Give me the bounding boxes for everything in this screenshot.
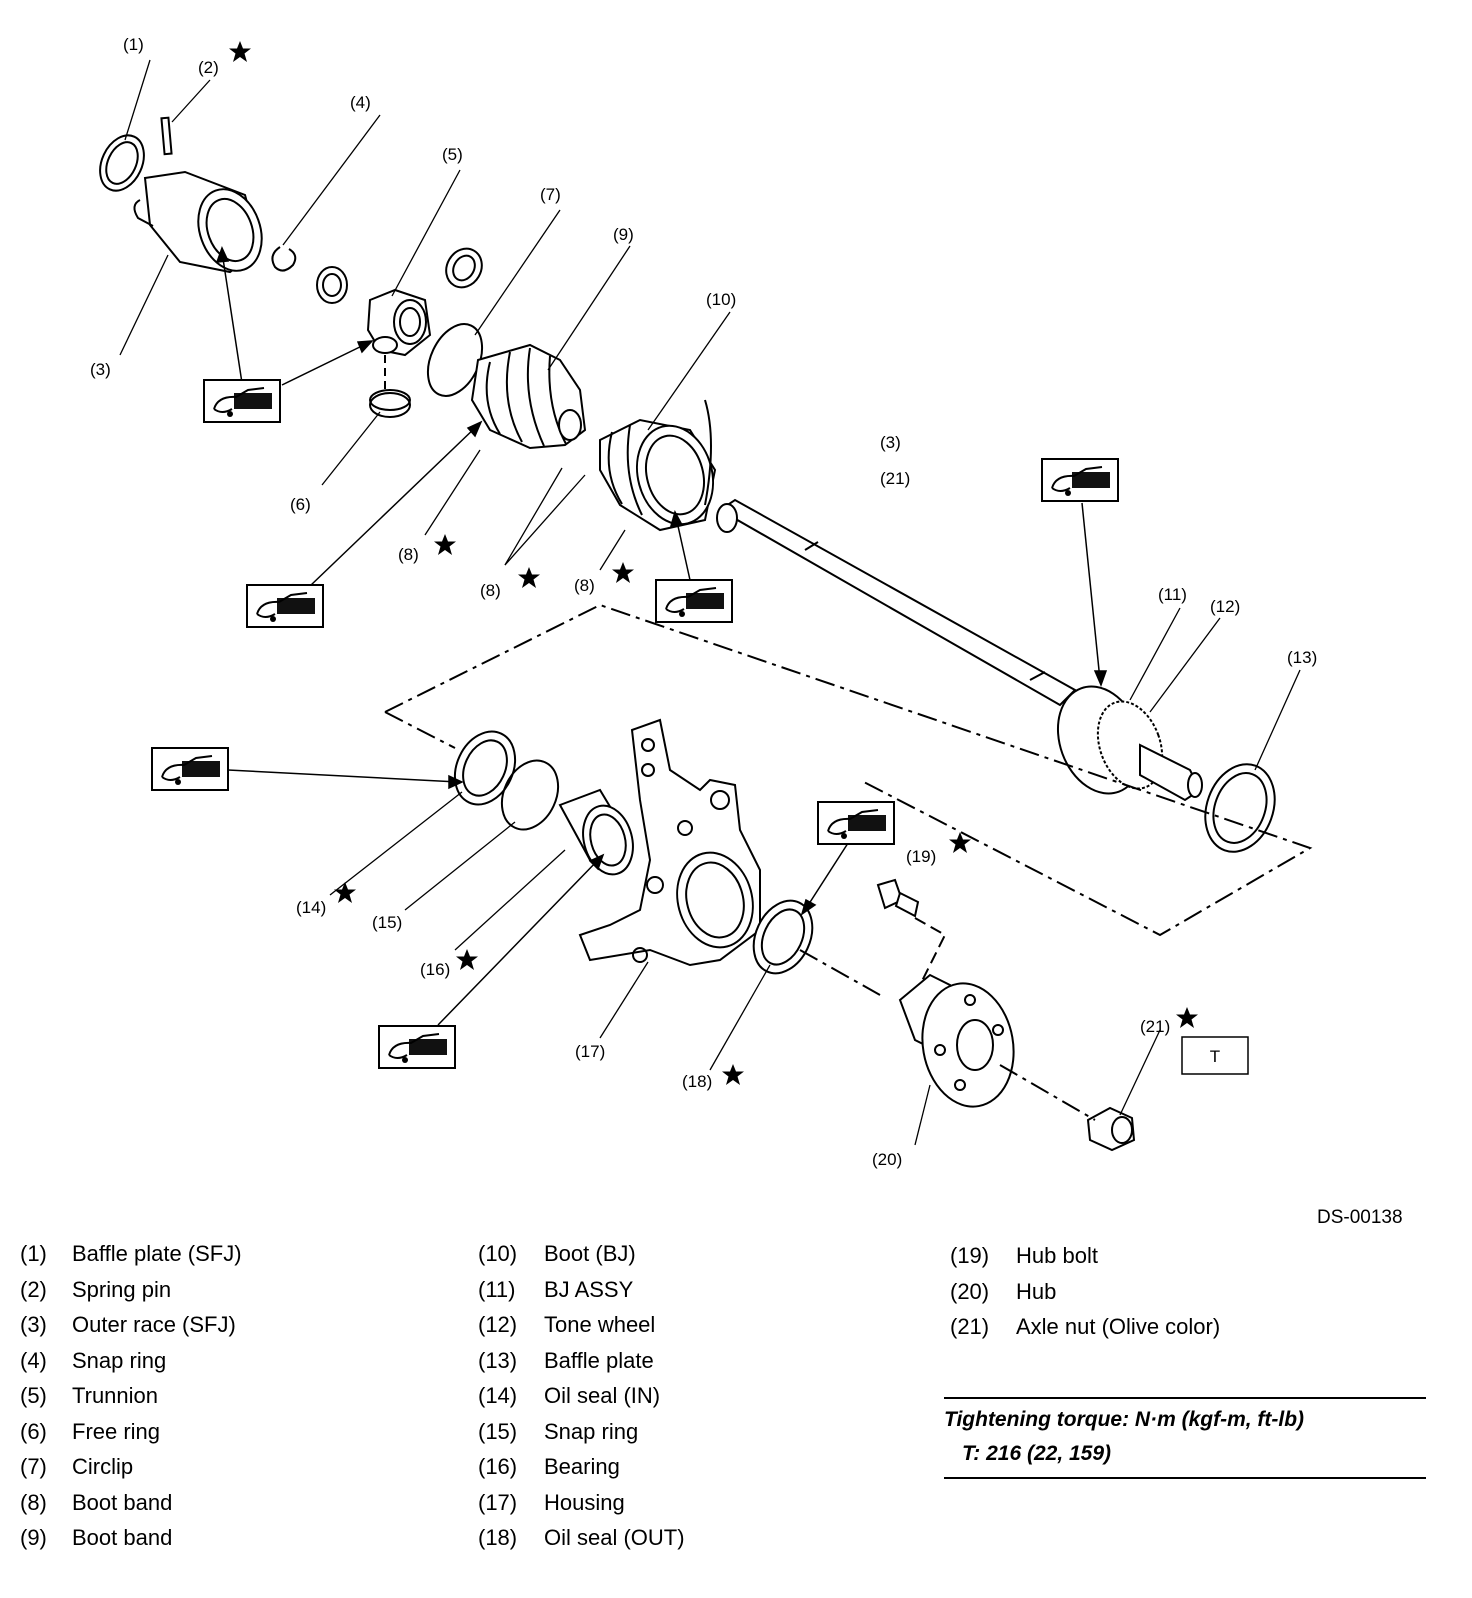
legend-item: (3)Outer race (SFJ) xyxy=(20,1312,236,1337)
legend-item: (12)Tone wheel xyxy=(478,1312,656,1337)
callout-9: (9) xyxy=(613,225,634,244)
legend-item: (13)Baffle plate xyxy=(478,1347,654,1373)
callout-8: (8) xyxy=(574,576,595,595)
callout-20: (20) xyxy=(872,1150,902,1169)
torque-t-label: T xyxy=(1210,1047,1220,1066)
leader-lines xyxy=(119,59,1301,1146)
legend-item: (9)Boot band xyxy=(20,1525,173,1550)
callout-13: (13) xyxy=(1287,648,1317,667)
grease-icon xyxy=(246,584,324,628)
legend-item: (15)Snap ring xyxy=(478,1418,639,1444)
hub xyxy=(898,973,1015,1108)
replace-star-icon xyxy=(517,566,541,589)
replace-star-icon xyxy=(611,561,635,584)
callout-21-shaft: (21) xyxy=(880,469,910,488)
axle-shaft xyxy=(716,498,1077,707)
baffle-plate-13 xyxy=(1204,763,1276,853)
callout-4: (4) xyxy=(350,93,371,112)
hub-bolt xyxy=(876,878,947,1006)
legend-item: (6)Free ring xyxy=(20,1418,161,1444)
legend-item: (18)Oil seal (OUT) xyxy=(478,1525,685,1550)
housing xyxy=(578,718,761,967)
exploded-drive-shaft-diagram: T (1) (2) (4) (5) (7) (9) (10) (3) (6) (… xyxy=(90,35,1317,1169)
oil-seal-out xyxy=(752,899,814,975)
callout-17: (17) xyxy=(575,1042,605,1061)
legend-item: (14)Oil seal (IN) xyxy=(478,1383,661,1408)
torque-heading: Tightening torque: N·m (kgf-m, ft-lb) xyxy=(944,1408,1305,1431)
legend-item: (21)Axle nut (Olive color) xyxy=(950,1314,1221,1339)
callout-14: (14) xyxy=(296,898,326,917)
legend-item: (7)Circlip xyxy=(20,1454,134,1479)
grease-icon xyxy=(151,747,229,791)
replace-star-icon xyxy=(333,881,357,904)
boot-bj xyxy=(599,399,717,532)
torque-t-box xyxy=(1181,1036,1249,1075)
trunnion xyxy=(316,247,483,357)
callout-18: (18) xyxy=(682,1072,712,1091)
bearing xyxy=(558,788,634,876)
replace-star-icon xyxy=(433,533,457,556)
callout-11: (11) xyxy=(1158,585,1187,604)
outer-race-sfj xyxy=(133,170,263,274)
legend-column-1: (1)Baffle plate (SFJ) (2)Spring pin (3)O… xyxy=(20,1236,242,1556)
free-ring xyxy=(369,355,411,418)
legend-column-3: (19)Hub bolt (20)Hub (21)Axle nut (Olive… xyxy=(950,1238,1220,1345)
callout-21: (21) xyxy=(1140,1017,1170,1036)
callout-10: (10) xyxy=(706,290,736,309)
figure-id: DS-00138 xyxy=(1317,1207,1403,1228)
legend-item: (19)Hub bolt xyxy=(950,1243,1098,1268)
callout-8: (8) xyxy=(398,545,419,564)
legend-item: (5)Trunnion xyxy=(20,1383,159,1408)
callout-12: (12) xyxy=(1210,597,1240,616)
legend-item: (16)Bearing xyxy=(478,1454,620,1479)
legend-item: (10)Boot (BJ) xyxy=(478,1241,636,1266)
spring-pin xyxy=(160,116,173,156)
callout-5: (5) xyxy=(442,145,463,164)
callout-8: (8) xyxy=(480,581,501,600)
replace-star-icon xyxy=(228,40,252,63)
legend-item: (8)Boot band xyxy=(20,1489,173,1515)
assembly-dashed-outline xyxy=(384,603,1313,937)
grease-icon xyxy=(1041,458,1119,502)
callout-3: (3) xyxy=(90,360,111,379)
boot-inboard xyxy=(470,343,587,450)
legend-item: (4)Snap ring xyxy=(20,1347,167,1373)
callout-16: (16) xyxy=(420,960,450,979)
snap-ring-4 xyxy=(271,246,297,272)
grease-icon xyxy=(203,379,281,423)
grease-icon xyxy=(378,1025,456,1069)
legend-item: (20)Hub xyxy=(950,1278,1057,1304)
legend-item: (17)Housing xyxy=(478,1489,625,1515)
callout-7: (7) xyxy=(540,185,561,204)
bj-assy xyxy=(1056,685,1203,802)
legend-item: (11)BJ ASSY xyxy=(478,1276,634,1302)
oil-seal-in xyxy=(453,730,517,806)
baffle-plate-sfj xyxy=(99,134,145,192)
torque-value: T: 216 (22, 159) xyxy=(962,1442,1112,1465)
snap-ring-15 xyxy=(500,759,560,831)
grease-icon xyxy=(817,801,895,845)
legend-item: (2)Spring pin xyxy=(20,1276,172,1302)
callout-15: (15) xyxy=(372,913,402,932)
replace-star-icon xyxy=(455,948,479,971)
callout-1: (1) xyxy=(123,35,144,54)
grease-icon xyxy=(655,579,733,623)
axle-nut xyxy=(1086,1106,1136,1152)
callout-6: (6) xyxy=(290,495,311,514)
callout-19: (19) xyxy=(906,847,936,866)
tightening-torque-box: Tightening torque: N·m (kgf-m, ft-lb) T:… xyxy=(944,1397,1426,1479)
legend-column-2: (10)Boot (BJ) (11)BJ ASSY (12)Tone wheel… xyxy=(478,1236,685,1556)
replace-star-icon xyxy=(721,1063,745,1086)
grease-arrows xyxy=(215,246,1108,1026)
replace-star-icon xyxy=(1175,1006,1199,1029)
callout-3-shaft: (3) xyxy=(880,433,901,452)
legend-item: (1)Baffle plate (SFJ) xyxy=(20,1241,242,1266)
callout-2: (2) xyxy=(198,58,219,77)
